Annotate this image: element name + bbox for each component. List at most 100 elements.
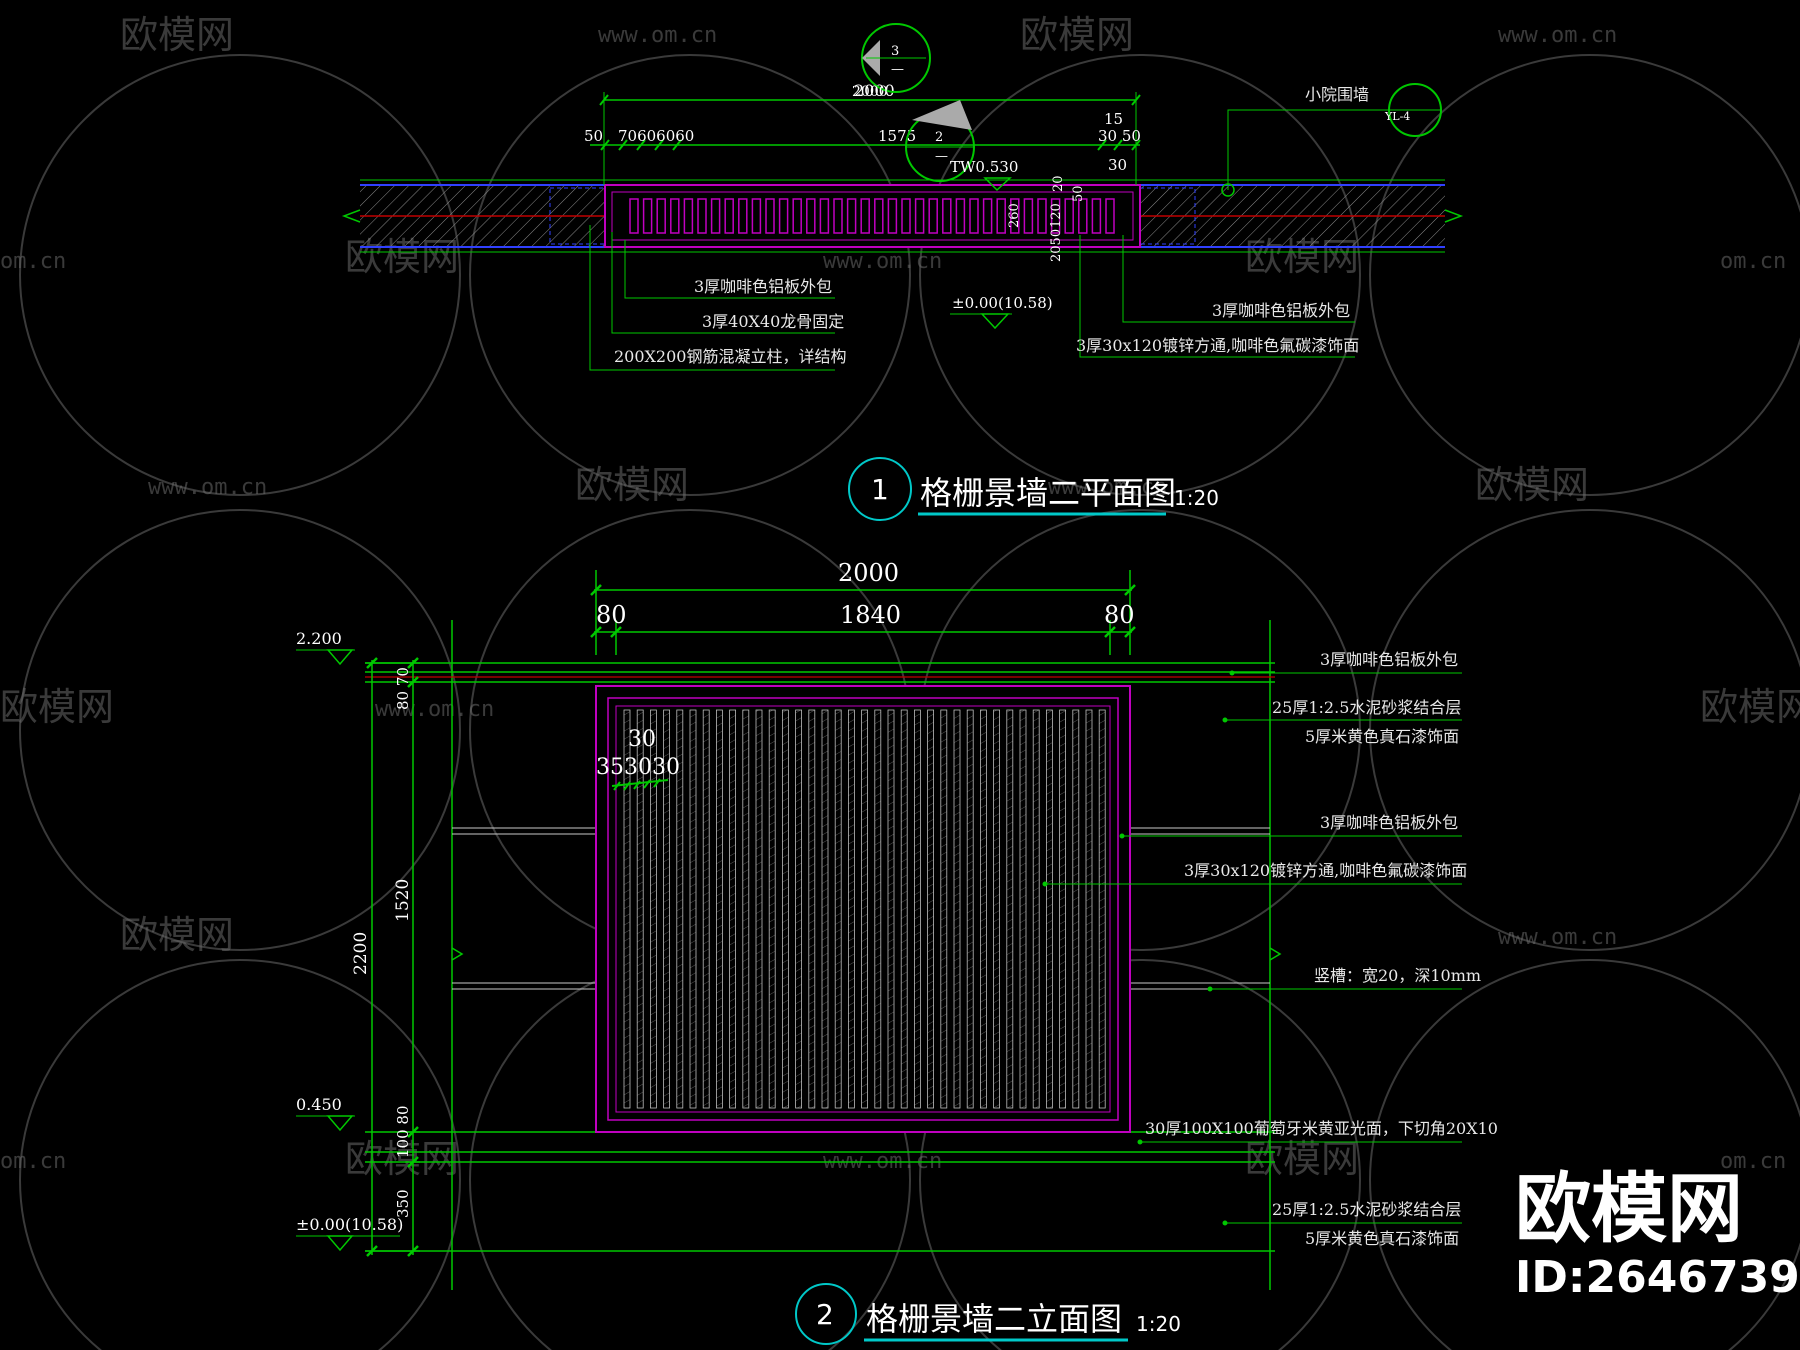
wm-url: om.cn [0, 249, 66, 274]
dim-2000-small: 2000 [852, 84, 888, 100]
elev-slat [782, 709, 789, 1109]
xiaoyuan-callout: YL-4 小院围墙 [1221, 83, 1442, 197]
callout-sub: — [891, 62, 904, 77]
elev-dim-1840: 1840 [840, 601, 901, 629]
callout-num: 3 [891, 44, 899, 59]
elev-level-000: ±0.00(10.58) [296, 1215, 403, 1252]
wm-url: www.om.cn [1498, 23, 1617, 48]
plan-slat [860, 198, 870, 234]
elev-level-2200: 2.200 [296, 629, 355, 666]
elev-slat [1072, 709, 1080, 1109]
elev-dim-80-left: 80 [596, 601, 627, 629]
wm-url: www.om.cn [1048, 475, 1167, 500]
svg-text:±0.00(10.58): ±0.00(10.58) [296, 1215, 403, 1234]
plan-slat [1105, 198, 1115, 234]
brand-logo: 欧模网 [1515, 1164, 1743, 1253]
plan-slat [683, 198, 694, 234]
wm-logo: 欧模网 [120, 13, 234, 57]
plan-slat [901, 198, 911, 234]
wm-url: om.cn [1720, 1149, 1786, 1174]
wm-logo: 欧模网 [575, 463, 689, 507]
elev-slat [1059, 709, 1066, 1109]
wm-logo: 欧模网 [1700, 685, 1800, 729]
plan-notes-left [589, 225, 835, 371]
wm-url: om.cn [0, 1149, 66, 1174]
elev-title: 格栅景墙二立面图 [866, 1300, 1122, 1338]
elev-slat [636, 709, 644, 1109]
elev-title-num: 2 [816, 1298, 834, 1331]
elev-slat [1006, 709, 1014, 1109]
plan-slat [1050, 198, 1061, 234]
plan-slat [806, 198, 816, 234]
elev-note-7: 30厚100X100葡萄牙米黄亚光面，下切角20X10 [1145, 1119, 1498, 1138]
svg-text:0.450: 0.450 [296, 1095, 342, 1114]
elev-slat [953, 709, 961, 1109]
elev-note-3: 5厚米黄色真石漆饰面 [1305, 727, 1459, 746]
elev-slat [821, 709, 829, 1109]
elev-slat [716, 709, 723, 1109]
plan-slat [751, 198, 762, 234]
dim-2000: 2000 [854, 81, 895, 100]
elev-grille-inner [607, 697, 1119, 1121]
elev-slat [768, 709, 776, 1109]
elev-slat [914, 709, 921, 1109]
xiaoyuan-label: 小院围墙 [1305, 85, 1369, 104]
plan-slat [982, 198, 993, 234]
plan-slat [765, 198, 775, 234]
dim-3050: 30 50 [1098, 127, 1141, 145]
wm-logo: 欧模网 [0, 685, 114, 729]
break-mark-right [1444, 209, 1464, 223]
plan-note-left-2: 3厚40X40龙骨固定 [702, 312, 844, 331]
elevation-view: 2000 80 1840 80 30 353030 [296, 559, 1498, 1345]
wm-url: www.om.cn [148, 475, 267, 500]
plan-slat [819, 198, 830, 234]
elev-slat [940, 709, 948, 1109]
dim-v50: 50 [1071, 185, 1086, 202]
plan-slat [833, 198, 843, 234]
elev-slat [1085, 709, 1093, 1109]
wm-logo: 欧模网 [1245, 1137, 1359, 1181]
elev-slat [1032, 709, 1040, 1109]
dim-v120: 120 [1049, 203, 1064, 228]
elev-slat [861, 709, 868, 1109]
callout-sub: — [935, 149, 948, 164]
plan-slat [710, 198, 721, 234]
elev-dim-80-right: 80 [1104, 601, 1135, 629]
xiaoyuan-ref: YL-4 [1384, 110, 1410, 123]
elev-slats [623, 709, 1106, 1109]
elev-slat [887, 709, 895, 1109]
elev-slat [795, 709, 802, 1109]
elev-scale: 1:20 [1136, 1312, 1181, 1336]
elev-note-2: 25厚1:2.5水泥砂浆结合层 [1272, 698, 1461, 717]
plan-slat [887, 198, 898, 234]
plan-slat [1091, 198, 1102, 234]
wm-logo: 欧模网 [1475, 463, 1589, 507]
plan-note-left-1: 3厚咖啡色铝板外包 [694, 277, 832, 296]
grille-frame [604, 184, 1141, 248]
elev-dim-slat-30: 30 [628, 727, 656, 752]
plan-slat [928, 198, 938, 234]
elev-slat [729, 709, 736, 1109]
plan-slat [656, 198, 666, 234]
elev-level-0450: 0.450 [296, 1095, 355, 1132]
plan-title-num: 1 [871, 473, 889, 506]
level-marker [980, 313, 1010, 330]
elev-dim-slat-353030: 353030 [596, 755, 680, 780]
elev-slat [650, 709, 657, 1109]
break-mark-left [341, 209, 361, 223]
svg-text:2.200: 2.200 [296, 629, 342, 648]
wm-logo: 欧模网 [120, 913, 234, 957]
plan-title: 格栅景墙二平面图 [920, 474, 1176, 512]
elev-dim-350: 350 [394, 1189, 412, 1218]
plan-slat [670, 198, 680, 234]
elev-slat [1098, 709, 1106, 1109]
watermark-layer [19, 54, 1800, 1350]
elev-slat [663, 709, 670, 1109]
dim-v260: 260 [1007, 203, 1022, 228]
dim-50: 50 [584, 127, 603, 145]
plan-slat [846, 198, 857, 234]
elev-slat [966, 709, 974, 1109]
elev-slat [808, 709, 816, 1109]
elev-dim-10080: 100 80 [394, 1106, 412, 1159]
